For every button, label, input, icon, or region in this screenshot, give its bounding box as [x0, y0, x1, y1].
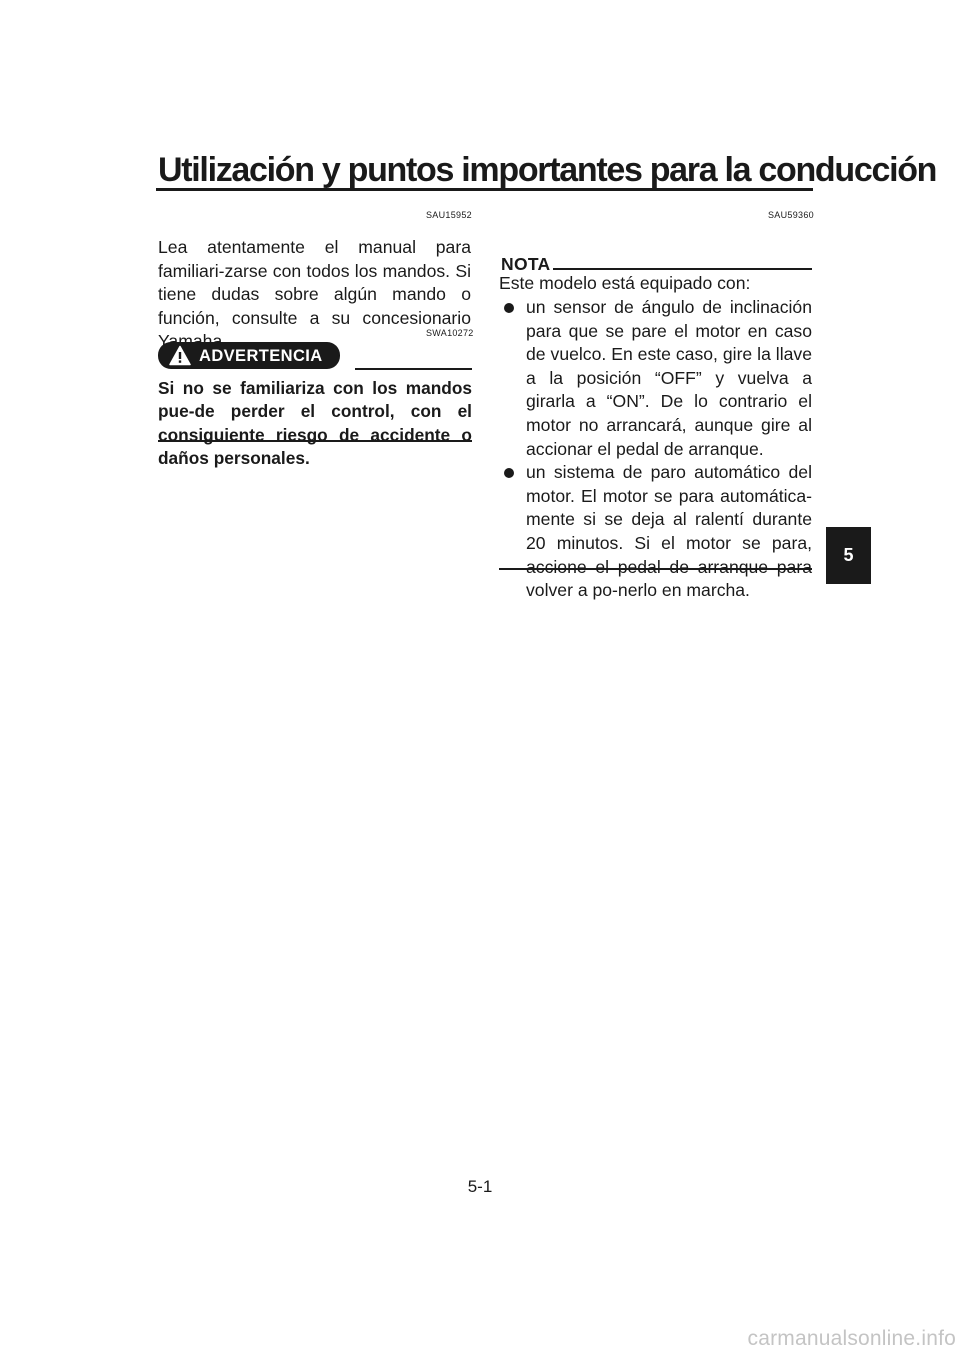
bullet-dot-icon — [504, 468, 514, 479]
intro-paragraph: Lea atentamente el manual para familiari… — [158, 237, 471, 351]
warning-badge: ADVERTENCIA — [158, 342, 340, 369]
chapter-tab: 5 — [826, 527, 871, 584]
section-code-right: SAU59360 — [768, 210, 814, 220]
warning-text: Si no se familiariza con los mandos pue-… — [158, 378, 472, 469]
note-item-text: un sistema de paro automático del motor.… — [526, 462, 812, 601]
bullet-dot-icon — [504, 303, 514, 313]
note-item: un sistema de paro automático del motor.… — [499, 461, 812, 603]
title-underline — [156, 188, 813, 191]
note-list: un sensor de ángulo de inclinación para … — [499, 296, 812, 603]
warning-header-rule — [355, 368, 472, 370]
page-number: 5-1 — [467, 1177, 493, 1196]
section-code-left: SAU15952 — [426, 210, 472, 220]
warning-code: SWA10272 — [426, 328, 474, 338]
note-item-text: un sensor de ángulo de inclinación para … — [526, 297, 812, 459]
note-intro: Este modelo está equipado con: — [499, 273, 751, 293]
warning-bottom-rule — [158, 440, 472, 442]
note-bottom-rule — [499, 568, 812, 570]
note-item: un sensor de ángulo de inclinación para … — [499, 296, 812, 461]
note-header-rule — [553, 268, 812, 270]
warning-label: ADVERTENCIA — [199, 347, 323, 365]
watermark: carmanualsonline.info — [747, 1327, 956, 1350]
note-heading: NOTA — [501, 254, 551, 274]
warning-triangle-icon — [169, 345, 191, 366]
page-title: Utilización y puntos importantes para la… — [158, 151, 937, 189]
